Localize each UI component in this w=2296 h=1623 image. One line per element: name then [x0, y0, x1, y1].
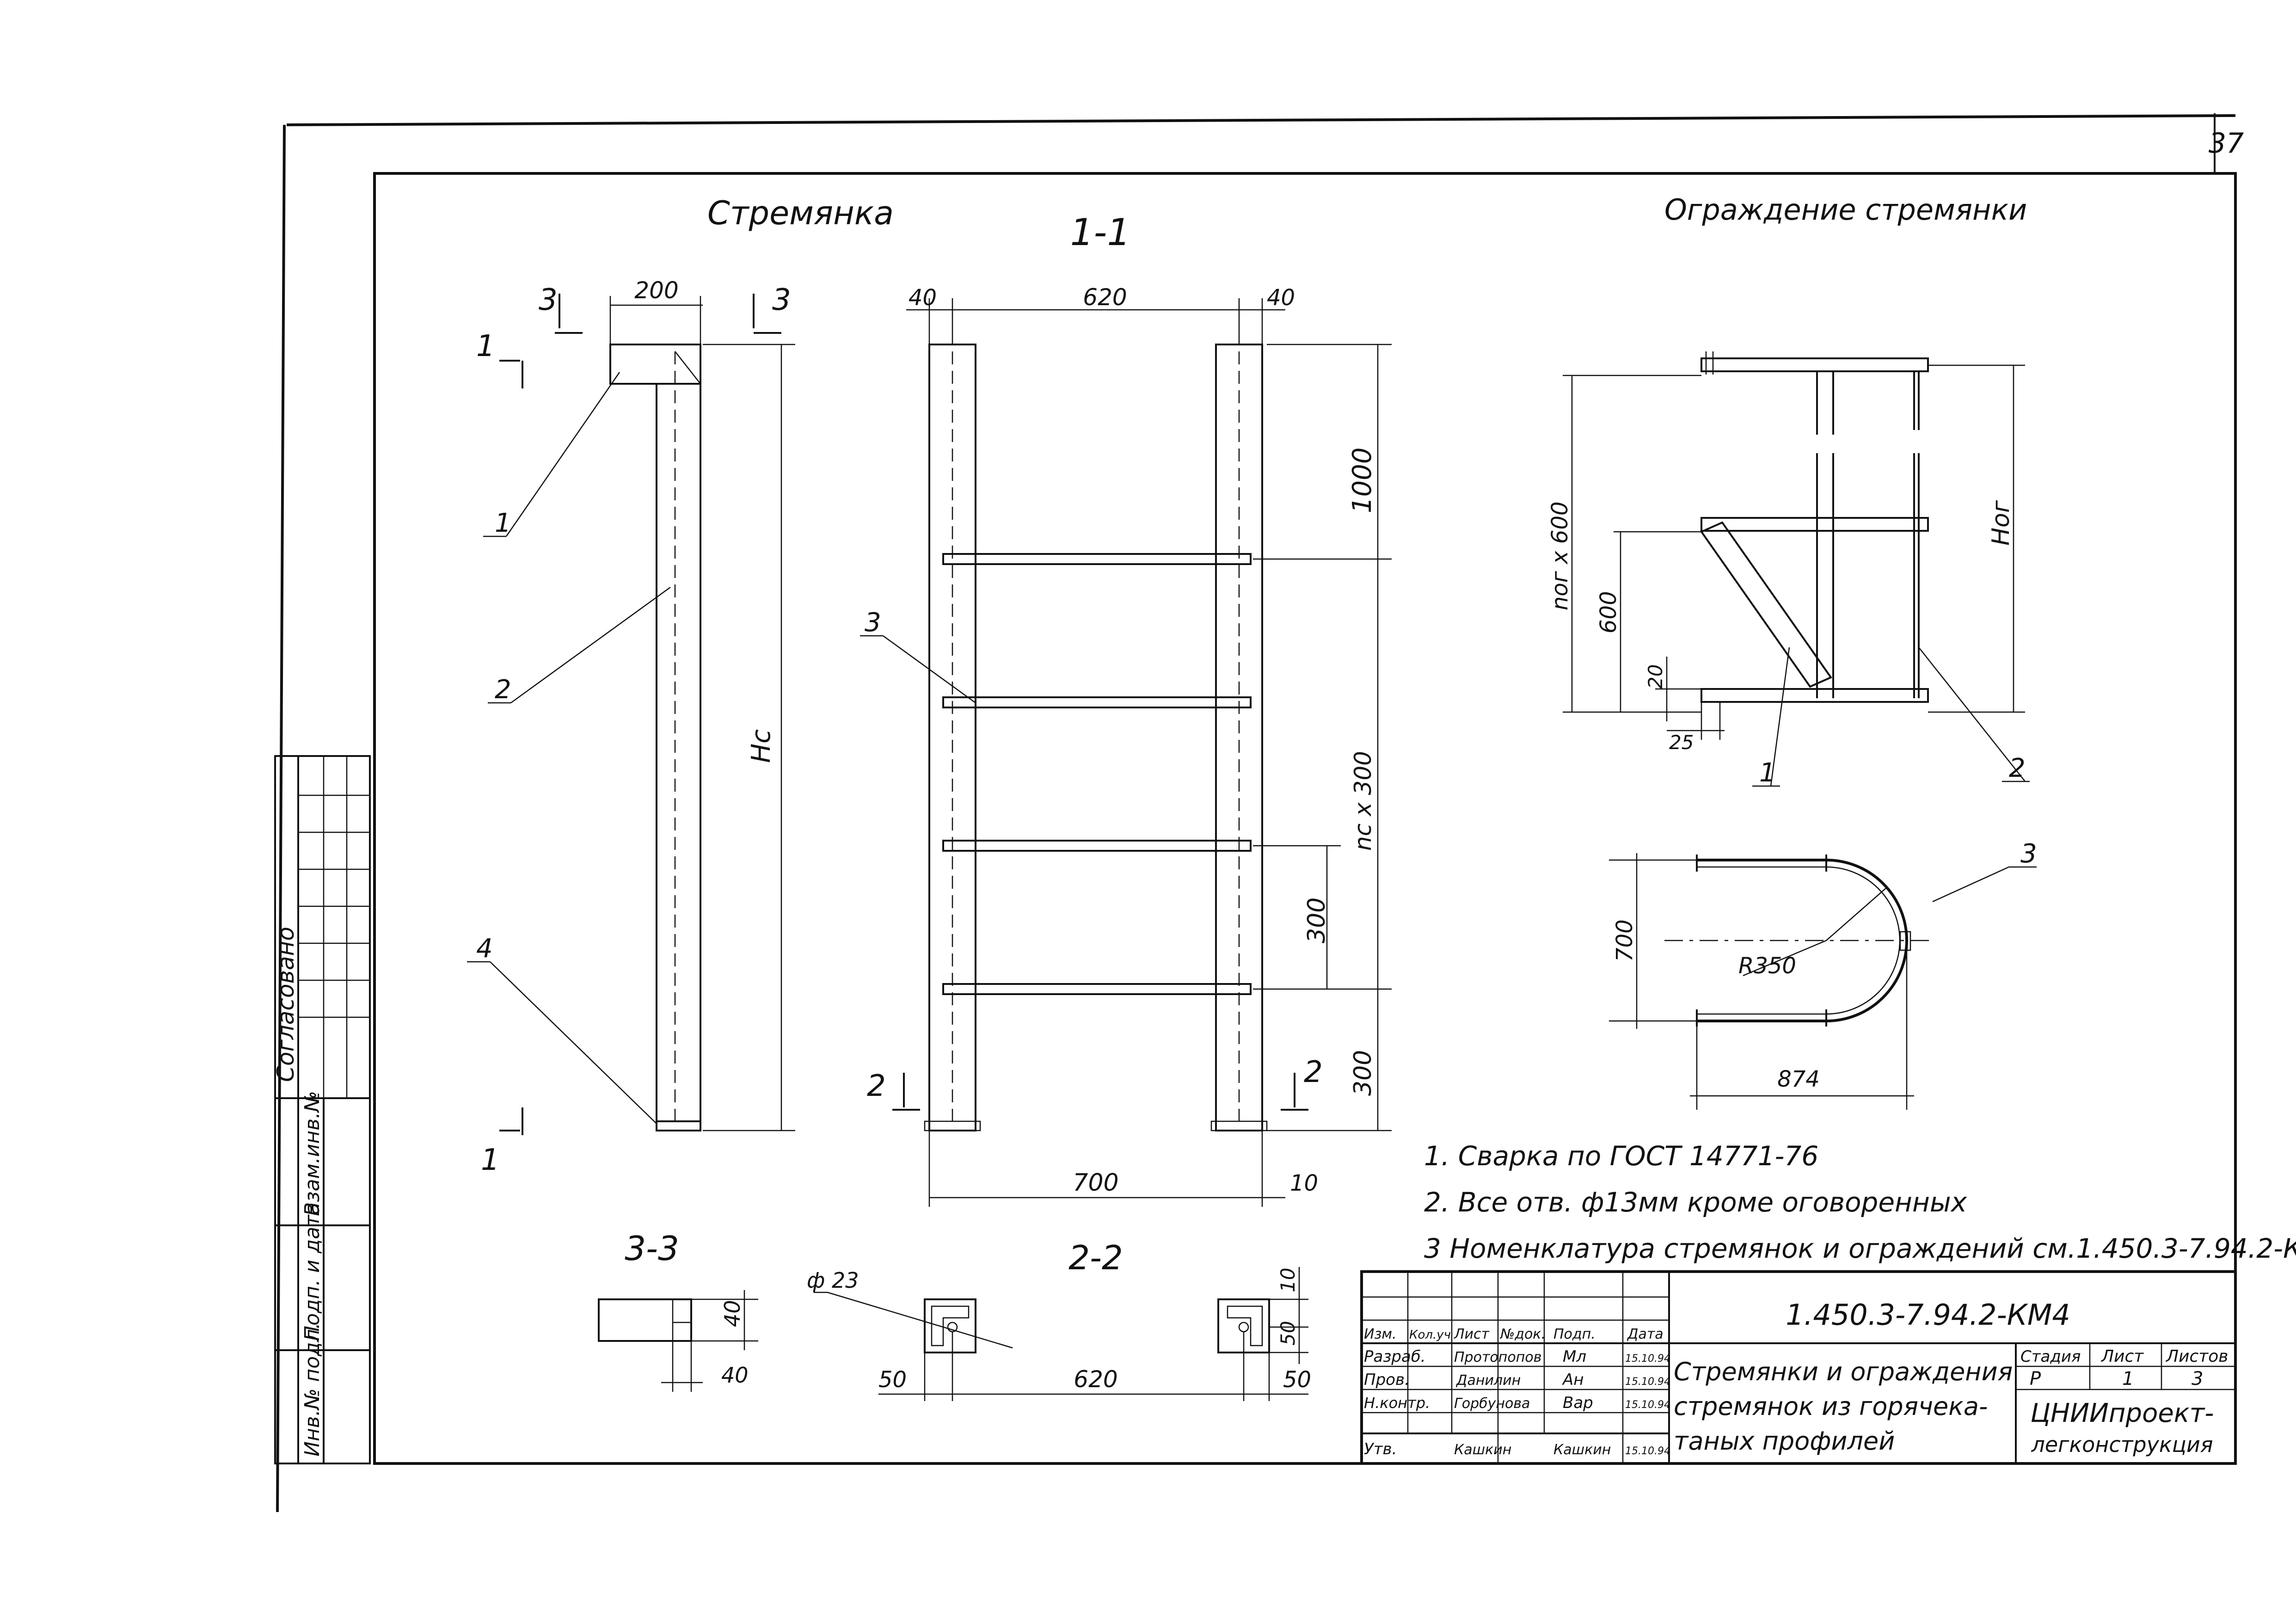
tb-name-0: Протопопов: [1454, 1349, 1541, 1365]
side-stamp-inv-zam: Взам.инв.№: [301, 1091, 324, 1216]
dim-700: 700: [1073, 1169, 1118, 1197]
ladder-section-1-1: [860, 298, 1392, 1207]
dim-phi23: ф 23: [807, 1268, 859, 1293]
section-mark-1-bottom: 1: [481, 1143, 500, 1177]
tb-title-line-1: Стремянки и ограждения: [1674, 1357, 2013, 1386]
dim-200: 200: [634, 277, 678, 304]
dim-10: 10: [1290, 1170, 1318, 1196]
title-section-1-1: 1-1: [1070, 211, 1131, 254]
dim-r350: R350: [1738, 953, 1796, 979]
dim-50-2-2-vert: 50: [1277, 1321, 1299, 1346]
dim-300-bottom: 300: [1349, 1050, 1377, 1096]
dim-620-2-2: 620: [1074, 1366, 1117, 1393]
section-mark-1-top: 1: [476, 329, 495, 363]
dim-40-left: 40: [909, 285, 937, 311]
callout-2: 2: [495, 675, 511, 705]
tb-role-3: Утв.: [1364, 1440, 1397, 1458]
tb-stage-label: Стадия: [2020, 1347, 2081, 1366]
tb-stage-value: Р: [2030, 1368, 2041, 1389]
dim-50-right: 50: [1283, 1367, 1311, 1393]
tb-title-line-3: таных профилей: [1674, 1426, 1895, 1456]
tb-col-kol: Кол.уч: [1409, 1328, 1451, 1342]
dim-700-hoop: 700: [1612, 919, 1638, 962]
callout-1: 1: [495, 508, 511, 538]
dim-50-left: 50: [878, 1367, 907, 1393]
tb-name-3: Кашкин: [1454, 1442, 1511, 1458]
side-stamp-inv-orig: Инв.№ подл.: [301, 1322, 324, 1457]
dim-25: 25: [1669, 731, 1694, 754]
guard-callout-2: 2: [2009, 753, 2026, 783]
note-1: 1. Сварка по ГОСТ 14771-76: [1424, 1140, 1818, 1172]
tb-role-0: Разраб.: [1364, 1347, 1426, 1366]
title-guard: Ограждение стремянки: [1664, 193, 2027, 227]
tb-col-list: Лист: [1454, 1326, 1490, 1342]
section-mark-2-left: 2: [867, 1069, 886, 1103]
section-2-2: [814, 1267, 1308, 1401]
section-mark-2-right: 2: [1304, 1055, 1323, 1089]
dim-20: 20: [1644, 664, 1667, 689]
tb-col-sign: Подп.: [1553, 1326, 1596, 1342]
dim-nog600: nог x 600: [1547, 501, 1573, 610]
tb-sheet-value: 1: [2122, 1368, 2134, 1389]
tb-date-2: 15.10.94: [1625, 1399, 1670, 1411]
tb-sign-1: Ан: [1562, 1371, 1584, 1389]
hoop-callout-3: 3: [2020, 839, 2037, 869]
dim-40-3-3-vert: 40: [720, 1300, 745, 1327]
tb-date-0: 15.10.94: [1625, 1353, 1670, 1365]
ladder-side-view: [467, 294, 795, 1135]
tb-sign-0: Мл: [1563, 1347, 1586, 1366]
dim-hog: Hог: [1987, 500, 2015, 546]
dim-1000: 1000: [1347, 447, 1377, 513]
tb-sign-3: Кашкин: [1553, 1442, 1611, 1458]
tb-sheet-label: Лист: [2100, 1347, 2144, 1366]
dim-40-right: 40: [1267, 285, 1295, 311]
dim-10-2-2: 10: [1277, 1268, 1299, 1292]
tb-title-line-2: стремянок из горячека-: [1674, 1392, 1988, 1421]
section-mark-3-right: 3: [772, 283, 791, 317]
tb-col-izm: Изм.: [1364, 1326, 1397, 1342]
section-mark-3-left: 3: [539, 283, 558, 317]
note-3: 3 Номенклатура стремянок и ограждений см…: [1424, 1233, 2296, 1264]
dim-hc: Hc: [746, 729, 776, 763]
side-stamp: [274, 755, 371, 1464]
note-2: 2. Все отв. ф13мм кроме оговоренных: [1424, 1187, 1967, 1218]
dim-40-3-3-horz: 40: [721, 1363, 749, 1388]
tb-sheets-label: Листов: [2165, 1347, 2228, 1366]
notes: 1. Сварка по ГОСТ 14771-76 2. Все отв. ф…: [1424, 1140, 2296, 1264]
tb-name-2: Горбунова: [1454, 1396, 1530, 1412]
guard-plan-view: [1609, 853, 2037, 1110]
title-section-3-3: 3-3: [625, 1229, 679, 1268]
tb-doc-code: 1.450.3-7.94.2-КМ4: [1786, 1298, 2070, 1332]
sheet-number: 37: [2209, 127, 2244, 160]
tb-org-line-2: легконструкция: [2031, 1432, 2213, 1457]
side-stamp-sign-date: Подп. и дата: [301, 1202, 324, 1341]
dim-620-top: 620: [1083, 284, 1127, 311]
tb-role-1: Пров.: [1364, 1371, 1410, 1389]
tb-date-1: 15.10.94: [1625, 1376, 1670, 1388]
title-ladder: Стремянка: [707, 194, 894, 232]
title-section-2-2: 2-2: [1068, 1238, 1123, 1277]
section-3-3: [598, 1290, 758, 1392]
guard-side-view: [1563, 351, 2030, 787]
sheet-frame: [276, 113, 2237, 1512]
dim-600: 600: [1596, 591, 1621, 633]
tb-sign-2: Вар: [1563, 1394, 1593, 1412]
tb-org-line-1: ЦНИИпроект-: [2031, 1398, 2214, 1428]
dim-nc300: nc x 300: [1350, 751, 1376, 851]
tb-name-1: Данилин: [1455, 1372, 1521, 1389]
tb-sheets-value: 3: [2192, 1368, 2203, 1389]
title-block: [1360, 1270, 2237, 1465]
tb-col-doc: №док.: [1499, 1326, 1546, 1342]
dim-874: 874: [1777, 1066, 1820, 1092]
dim-300-mid: 300: [1303, 898, 1331, 943]
guard-callout-1: 1: [1759, 758, 1776, 788]
side-stamp-agreed: Согласовано: [272, 927, 299, 1082]
callout-3: 3: [865, 608, 881, 638]
callout-4: 4: [476, 934, 493, 964]
tb-date-3: 15.10.94: [1625, 1445, 1670, 1457]
tb-role-2: Н.контр.: [1364, 1394, 1430, 1412]
tb-col-date: Дата: [1627, 1326, 1664, 1342]
